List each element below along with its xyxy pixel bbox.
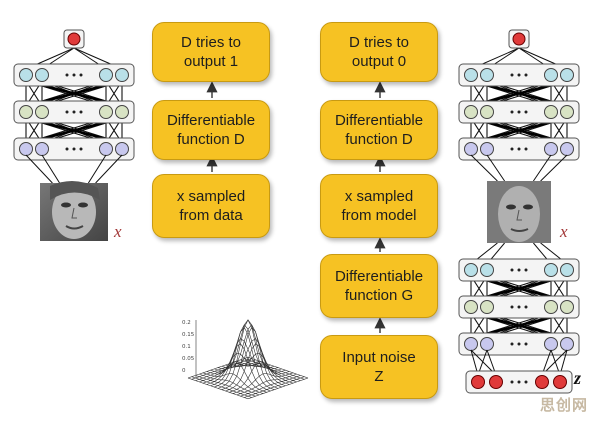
input-layer (14, 138, 134, 160)
output-node (509, 30, 529, 48)
x-label-right: x (560, 222, 568, 242)
plot-tick-label: 0.1 (182, 344, 191, 350)
box-input-noise-z: Input noise Z (320, 335, 438, 399)
face-image-data (40, 181, 108, 241)
face-image-model (487, 181, 551, 243)
plot-tick-label: 0.05 (182, 356, 195, 362)
x-label-left: x (114, 222, 122, 242)
generator-layer-3 (459, 333, 579, 355)
discriminator-network-left (14, 30, 134, 183)
z-label: z (574, 368, 581, 389)
noise-layer (466, 371, 572, 393)
box-d-tries-output-1: D tries to output 1 (152, 22, 270, 82)
hidden-layer-2 (459, 101, 579, 123)
box-x-sampled-from-data: x sampled from data (152, 174, 270, 238)
gaussian-surface-plot: 0.2 0.15 0.1 0.05 0 (182, 320, 308, 399)
watermark: 思创网 (540, 394, 588, 415)
box-x-sampled-from-model: x sampled from model (320, 174, 438, 238)
hidden-layer-2 (14, 101, 134, 123)
plot-tick-label: 0.2 (182, 320, 191, 326)
input-layer (459, 138, 579, 160)
box-differentiable-function-g: Differentiable function G (320, 254, 438, 318)
generator-layer-1 (459, 259, 579, 281)
box-d-tries-output-0: D tries to output 0 (320, 22, 438, 82)
hidden-layer-1 (14, 64, 134, 86)
hidden-layer-1 (459, 64, 579, 86)
box-differentiable-function-d-right: Differentiable function D (320, 100, 438, 160)
generator-layer-2 (459, 296, 579, 318)
plot-tick-label: 0 (182, 368, 186, 374)
plot-tick-label: 0.15 (182, 332, 195, 338)
output-node (64, 30, 84, 48)
box-differentiable-function-d-left: Differentiable function D (152, 100, 270, 160)
